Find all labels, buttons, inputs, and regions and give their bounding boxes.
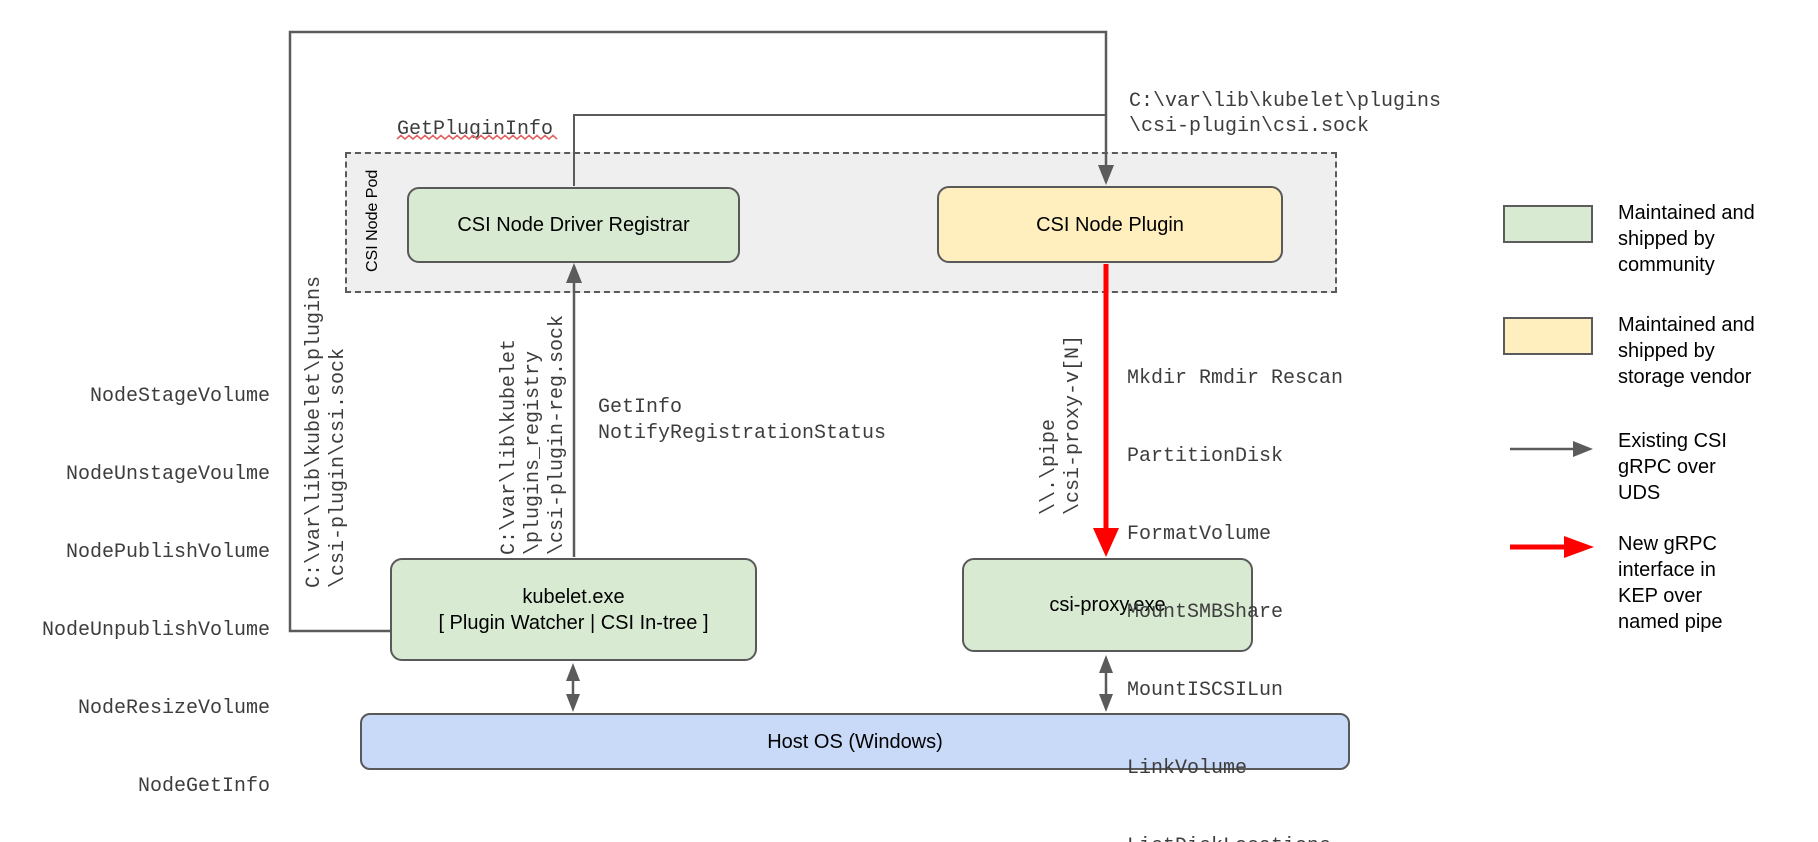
named-pipe-vertical-label: \\.\pipe \csi-proxy-v[N]: [1038, 334, 1085, 515]
proxy-method: LinkVolume: [1127, 757, 1248, 780]
kubelet-host-arrowhead-up: [566, 663, 580, 681]
legend-vendor-swatch: [1503, 317, 1593, 355]
csi-sock-path-label: C:\var\lib\kubelet\plugins \csi-plugin\c…: [1129, 90, 1442, 138]
proxy-method: MountSMBShare: [1127, 601, 1284, 624]
registration-sock-vertical-label: C:\var\lib\kubelet \plugins_registry \cs…: [498, 314, 569, 555]
legend-namedpipe-text: New gRPC interface in KEP over named pip…: [1618, 533, 1723, 633]
proxy-red-arrowhead: [1093, 528, 1119, 557]
proxy-host-arrowhead-up: [1099, 655, 1113, 673]
node-method: NodeGetInfo: [137, 775, 270, 798]
node-method: NodeResizeVolume: [77, 697, 270, 720]
node-method: NodeStageVolume: [89, 385, 270, 408]
node-method: NodeUnpublishVolume: [41, 619, 270, 642]
host-os-label: Host OS (Windows): [767, 730, 943, 753]
legend-uds-text: Existing CSI gRPC over UDS: [1618, 430, 1727, 504]
legend-gray-arrowhead: [1573, 441, 1593, 457]
node-method-list: NodeStageVolume NodeUnstageVoulme NodePu…: [30, 332, 270, 842]
legend-red-arrowhead: [1564, 536, 1594, 558]
legend-community-text: Maintained and shipped by community: [1618, 202, 1755, 276]
csi-node-plugin-box: CSI Node Plugin: [937, 186, 1283, 263]
legend-community-swatch: [1503, 205, 1593, 243]
proxy-method: ListDiskLocations: [1127, 834, 1343, 842]
proxy-method: MountISCSILun: [1127, 679, 1284, 702]
proxy-method: FormatVolume: [1127, 523, 1272, 546]
csi-node-driver-registrar-box: CSI Node Driver Registrar: [407, 187, 740, 263]
node-method: NodePublishVolume: [65, 541, 270, 564]
registrar-calls-label: GetInfo NotifyRegistrationStatus: [598, 396, 887, 445]
csi-node-pod-label: CSI Node Pod: [364, 169, 381, 272]
proxy-host-arrowhead-down: [1099, 694, 1113, 712]
kubelet-box: kubelet.exe [ Plugin Watcher | CSI In-tr…: [390, 558, 757, 661]
proxy-method: PartitionDisk: [1127, 445, 1284, 468]
get-plugin-info-label: GetPluginInfo: [397, 118, 554, 141]
host-os-box: Host OS (Windows): [360, 713, 1350, 770]
registrar-label: CSI Node Driver Registrar: [457, 214, 690, 236]
plugin-label: CSI Node Plugin: [1036, 213, 1184, 236]
kubelet-host-arrowhead-down: [566, 694, 580, 712]
csi-sock-path-vertical-label: C:\var\lib\kubelet\plugins \csi-plugin\c…: [303, 275, 350, 588]
kubelet-label-line2: [ Plugin Watcher | CSI In-tree ]: [438, 611, 709, 634]
kubelet-label-line1: kubelet.exe: [522, 585, 625, 608]
legend-vendor-text: Maintained and shipped by storage vendor: [1618, 314, 1755, 388]
proxy-method-list: Mkdir Rmdir Rescan PartitionDisk FormatV…: [1127, 314, 1343, 842]
node-method: NodeUnstageVoulme: [65, 463, 270, 486]
proxy-method: Mkdir Rmdir Rescan: [1127, 367, 1344, 390]
